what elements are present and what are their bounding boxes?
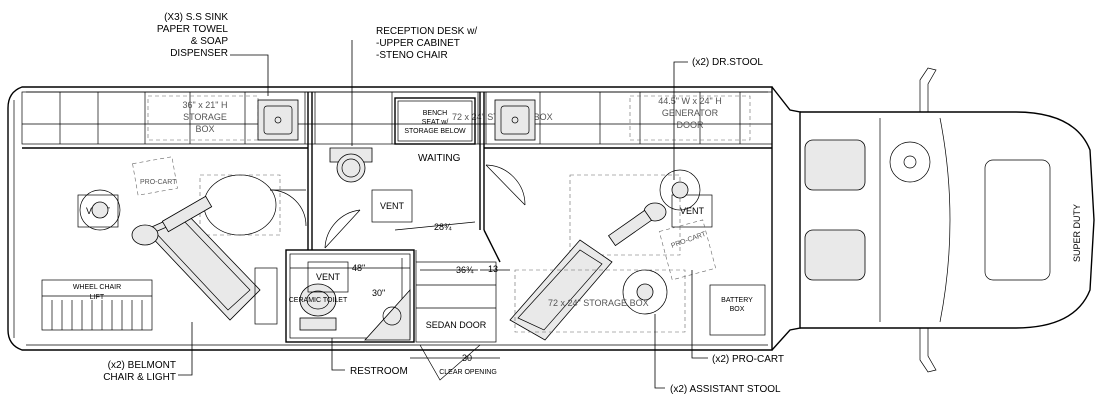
dim-36: 36¾ <box>456 265 474 275</box>
sink-left <box>257 99 299 141</box>
callout-belmont-line1: (x2) BELMONT <box>108 360 176 371</box>
left-operatory <box>41 156 281 331</box>
callout-dr-stool: (x2) DR.STOOL <box>692 57 763 68</box>
clear-opening-label: CLEAR OPENING <box>439 369 497 376</box>
toilet-tag: CERAMIC TOILET <box>289 297 348 304</box>
callout-reception-line3: -STENO CHAIR <box>376 50 448 61</box>
vent-3-label: VENT <box>316 272 341 282</box>
dimension-lines <box>290 221 510 359</box>
wheelchair-line1: WHEEL CHAIR <box>73 284 121 291</box>
left-storage-line1: 36" x 21" H <box>183 100 228 110</box>
sedan-door-label: SEDAN DOOR <box>426 320 487 330</box>
vent-2-label: VENT <box>380 201 405 211</box>
callout-belmont-line2: CHAIR & LIGHT <box>103 372 176 383</box>
callout-sink-line2: PAPER TOWEL <box>157 24 229 35</box>
generator-line1: 44.5" W x 24" H <box>658 96 721 106</box>
battery-line1: BATTERY <box>721 297 753 304</box>
pro-cart-tag-right: PRO-CART <box>670 231 707 250</box>
callout-restroom: RESTROOM <box>350 366 408 377</box>
dim-13: 13 <box>488 264 498 274</box>
truck-cab <box>800 67 1095 373</box>
right-operatory <box>509 169 766 341</box>
battery-line2: BOX <box>730 306 745 313</box>
generator-line2: GENERATOR <box>662 108 719 118</box>
pro-cart-tag-left: PRO-CART <box>140 179 177 186</box>
bench-seat <box>394 97 476 145</box>
callout-reception-line1: RECEPTION DESK w/ <box>376 26 477 37</box>
callout-pro-cart: (x2) PRO-CART <box>712 354 784 365</box>
bench-line3: STORAGE BELOW <box>404 128 466 135</box>
generator-line3: DOOR <box>677 120 705 130</box>
wheelchair-line2: LIFT <box>90 294 105 301</box>
door-swings <box>269 164 526 381</box>
vent-4-label: VENT <box>680 206 705 216</box>
callout-sink-line3: & SOAP <box>191 36 229 47</box>
bottom-storage-label: 72 x 24" STORAGE BOX <box>548 298 649 308</box>
truck-grille-text: SUPER DUTY <box>1072 204 1082 262</box>
left-storage-line2: STORAGE <box>183 112 227 122</box>
callout-reception-line2: -UPPER CABINET <box>376 38 460 49</box>
sink-right <box>494 99 536 141</box>
bench-line2: SEAT w/ <box>422 119 449 126</box>
dim-30-restroom: 30" <box>372 288 385 298</box>
toilet <box>299 283 337 331</box>
waiting-label: WAITING <box>418 153 461 164</box>
steno-chair <box>329 147 373 183</box>
callout-sink-line4: DISPENSER <box>170 48 228 59</box>
dim-48: 48" <box>352 263 365 273</box>
dim-28: 28¾ <box>434 222 452 232</box>
callout-sink-line1: (X3) S.S SINK <box>164 12 228 23</box>
restroom-sink <box>364 288 411 341</box>
callout-assistant-stool: (x2) ASSISTANT STOOL <box>670 384 781 395</box>
dim-30-clear: 30 <box>462 353 472 363</box>
callout-leaders <box>178 40 708 389</box>
vents <box>77 189 713 293</box>
bench-line1: BENCH <box>423 110 448 117</box>
left-storage-line3: BOX <box>195 124 214 134</box>
